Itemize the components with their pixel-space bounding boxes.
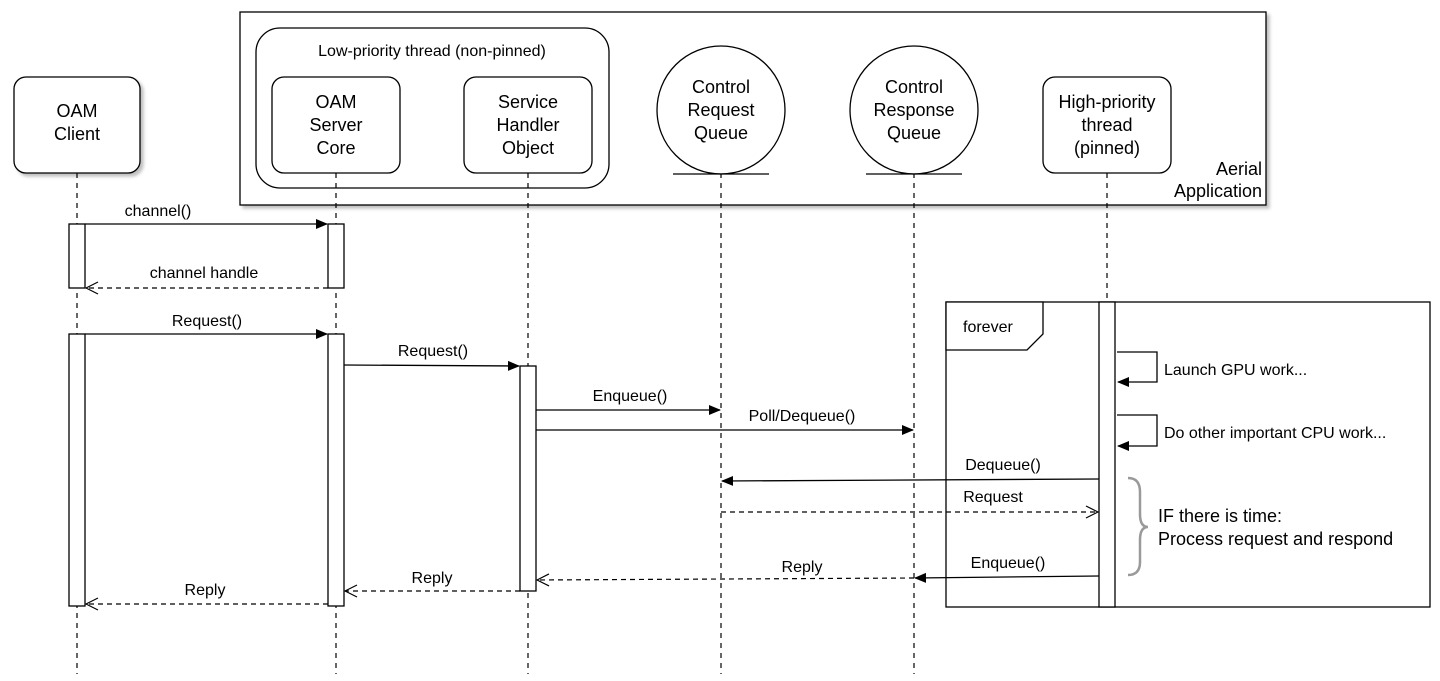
loop-frame-tag bbox=[945, 301, 1044, 351]
aerial-application-label-2: Application bbox=[1174, 181, 1262, 201]
msg-channel-handle-label: channel handle bbox=[150, 265, 259, 282]
control-response-queue-label-2: Response bbox=[873, 100, 954, 120]
msg-enqueue-2-arrow bbox=[914, 572, 1100, 583]
oam-server-core-label-1: OAM bbox=[315, 92, 356, 112]
low-priority-thread-title: Low-priority thread (non-pinned) bbox=[318, 43, 546, 60]
high-priority-thread-label-2: thread bbox=[1081, 115, 1132, 135]
self-call-cpu-work-label: Do other important CPU work... bbox=[1164, 425, 1386, 442]
loop-label: forever bbox=[963, 319, 1013, 336]
msg-request-1-label: Request() bbox=[172, 313, 242, 330]
oam-server-core-label-2: Server bbox=[309, 115, 362, 135]
service-handler-label-2: Handler bbox=[496, 115, 559, 135]
high-priority-thread-label-1: High-priority bbox=[1058, 92, 1155, 112]
participant-service-handler bbox=[463, 76, 593, 174]
control-request-queue-label-2: Request bbox=[687, 100, 754, 120]
participant-oam-server-core bbox=[271, 76, 401, 174]
msg-poll-dequeue-label: Poll/Dequeue() bbox=[749, 408, 856, 425]
control-response-queue-label-3: Queue bbox=[887, 123, 941, 143]
msg-reply-1-label: Reply bbox=[782, 559, 823, 576]
service-handler-label-1: Service bbox=[498, 92, 558, 112]
msg-enqueue-2-label: Enqueue() bbox=[971, 555, 1046, 572]
activation-oam-client-2 bbox=[68, 333, 86, 607]
activation-oam-server-core-1 bbox=[327, 223, 345, 289]
oam-client-label-2: Client bbox=[54, 124, 100, 144]
control-response-queue-label-1: Control bbox=[885, 77, 943, 97]
self-call-launch-gpu-arrow bbox=[1117, 351, 1158, 387]
participant-oam-client bbox=[13, 76, 141, 174]
service-handler-label-3: Object bbox=[502, 138, 554, 158]
note-line-1: IF there is time: bbox=[1158, 506, 1282, 526]
self-call-launch-gpu-label: Launch GPU work... bbox=[1164, 362, 1307, 379]
activation-oam-server-core-2 bbox=[327, 333, 345, 607]
msg-dequeue-label: Dequeue() bbox=[965, 457, 1041, 474]
self-call-cpu-work-arrow bbox=[1117, 414, 1158, 451]
high-priority-thread-label-3: (pinned) bbox=[1074, 138, 1140, 158]
msg-request-2-label: Request() bbox=[398, 343, 468, 360]
msg-channel-call-label: channel() bbox=[125, 203, 192, 220]
oam-server-core-label-3: Core bbox=[316, 138, 355, 158]
activation-oam-client-1 bbox=[68, 223, 86, 289]
control-request-queue-label-1: Control bbox=[692, 77, 750, 97]
msg-reply-1-arrow bbox=[537, 578, 915, 580]
msg-request-2-arrow bbox=[343, 360, 520, 371]
msg-dequeue-arrow bbox=[721, 475, 1100, 486]
note-brace bbox=[1127, 476, 1149, 577]
msg-reply-3-label: Reply bbox=[185, 582, 226, 599]
msg-reply-2-label: Reply bbox=[412, 570, 453, 587]
aerial-application-label-1: Aerial bbox=[1216, 159, 1262, 179]
msg-request-return-label: Request bbox=[963, 489, 1023, 506]
oam-client-label-1: OAM bbox=[56, 101, 97, 121]
control-request-queue-label-3: Queue bbox=[694, 123, 748, 143]
loop-frame-forever bbox=[945, 301, 1431, 608]
activation-service-handler bbox=[519, 365, 537, 592]
activation-high-priority-thread bbox=[1098, 301, 1116, 608]
msg-enqueue-1-label: Enqueue() bbox=[593, 388, 668, 405]
participant-high-priority-thread bbox=[1042, 76, 1172, 174]
note-line-2: Process request and respond bbox=[1158, 529, 1393, 549]
